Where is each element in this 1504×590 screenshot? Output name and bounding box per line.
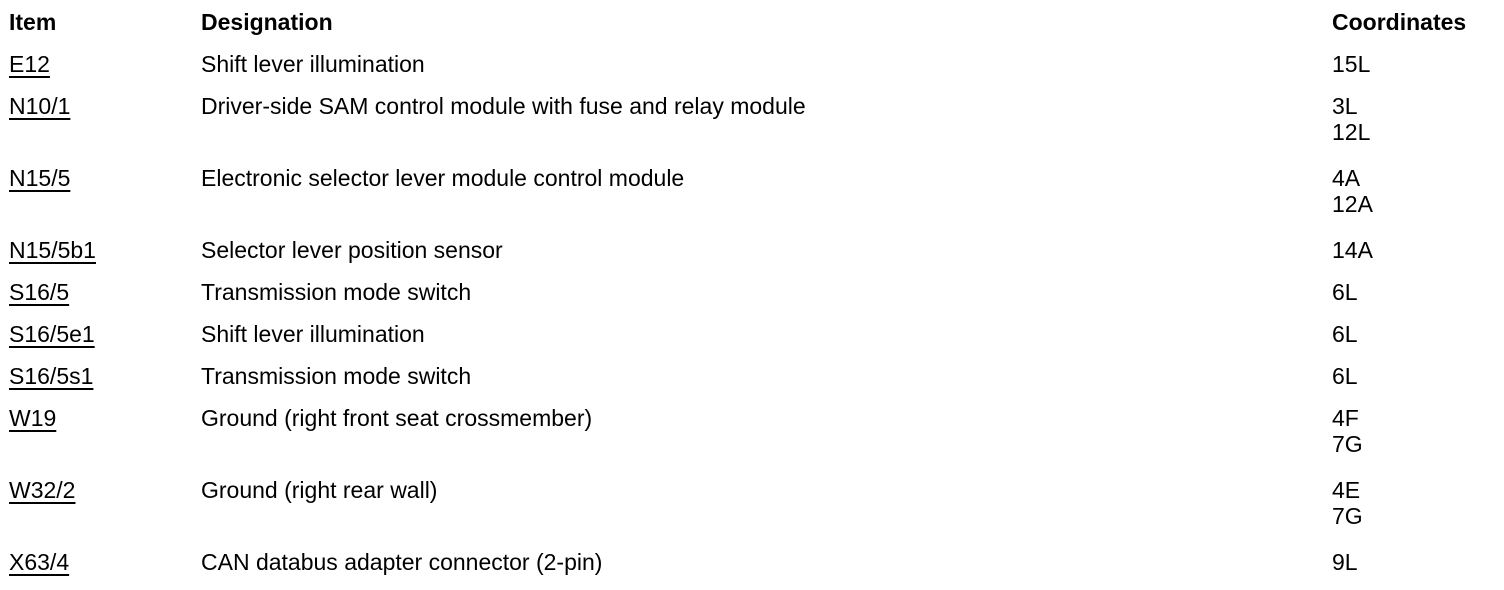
designation-text: Selector lever position sensor (201, 237, 503, 263)
item-cell: S16/5 (9, 279, 201, 321)
designation-text: Ground (right rear wall) (201, 477, 438, 503)
table-row: N10/1 Driver-side SAM control module wit… (9, 93, 1504, 165)
item-link-n15-5b1[interactable]: N15/5b1 (9, 237, 96, 263)
coordinates-text: 15L (1332, 51, 1371, 77)
table-row: N15/5 Electronic selector lever module c… (9, 165, 1504, 237)
designation-text: Ground (right front seat crossmember) (201, 405, 593, 431)
designation-text: Shift lever illumination (201, 321, 425, 347)
coordinates-text: 14A (1332, 237, 1373, 263)
component-legend-table: Item Designation Coordinates E12 Shift l… (9, 9, 1504, 590)
designation-text: CAN databus adapter connector (2-pin) (201, 549, 603, 575)
designation-text: Electronic selector lever module control… (201, 165, 685, 191)
item-link-s16-5e1[interactable]: S16/5e1 (9, 321, 95, 347)
table-row: S16/5e1 Shift lever illumination 6L (9, 321, 1504, 363)
coordinates-text: 6L (1332, 321, 1358, 347)
item-link-n10-1[interactable]: N10/1 (9, 93, 71, 119)
table-header-row: Item Designation Coordinates (9, 9, 1504, 51)
table-row: W19 Ground (right front seat crossmember… (9, 405, 1504, 477)
column-header-coordinates: Coordinates (1332, 9, 1467, 35)
coordinates-text: 6L (1332, 279, 1358, 305)
coordinates-text: 4F 7G (1332, 405, 1363, 457)
designation-text: Transmission mode switch (201, 279, 472, 305)
table-row: S16/5s1 Transmission mode switch 6L (9, 363, 1504, 405)
table-row: E12 Shift lever illumination 15L (9, 51, 1504, 93)
designation-text: Driver-side SAM control module with fuse… (201, 93, 806, 119)
coordinates-text: 4E 7G (1332, 477, 1363, 529)
coordinates-text: 4A 12A (1332, 165, 1373, 217)
item-link-n15-5[interactable]: N15/5 (9, 165, 71, 191)
coordinates-text: 6L (1332, 363, 1358, 389)
item-cell: W19 (9, 405, 201, 477)
item-cell: S16/5s1 (9, 363, 201, 405)
designation-text: Transmission mode switch (201, 363, 472, 389)
item-cell: N15/5 (9, 165, 201, 237)
designation-text: Shift lever illumination (201, 51, 425, 77)
coordinates-text: 3L 12L (1332, 93, 1371, 145)
item-link-x63-4[interactable]: X63/4 (9, 549, 70, 575)
item-link-s16-5[interactable]: S16/5 (9, 279, 70, 305)
item-link-e12[interactable]: E12 (9, 51, 50, 77)
item-cell: X63/4 (9, 549, 201, 590)
table-row: S16/5 Transmission mode switch 6L (9, 279, 1504, 321)
table-row: N15/5b1 Selector lever position sensor 1… (9, 237, 1504, 279)
coordinates-text: 9L (1332, 549, 1358, 575)
table-row: X63/4 CAN databus adapter connector (2-p… (9, 549, 1504, 590)
item-link-s16-5s1[interactable]: S16/5s1 (9, 363, 94, 389)
column-header-item: Item (9, 9, 57, 35)
item-cell: N15/5b1 (9, 237, 201, 279)
item-link-w19[interactable]: W19 (9, 405, 57, 431)
column-header-designation: Designation (201, 9, 333, 35)
table-row: W32/2 Ground (right rear wall) 4E 7G (9, 477, 1504, 549)
item-cell: W32/2 (9, 477, 201, 549)
item-link-w32-2[interactable]: W32/2 (9, 477, 76, 503)
item-cell: E12 (9, 51, 201, 93)
item-cell: S16/5e1 (9, 321, 201, 363)
item-cell: N10/1 (9, 93, 201, 165)
